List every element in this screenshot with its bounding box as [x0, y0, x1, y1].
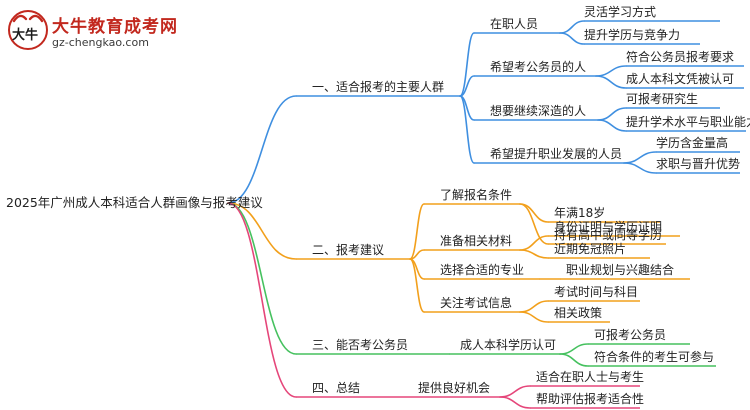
branch-3-label[interactable]: 三、能否考公务员 [312, 338, 409, 352]
branch-3-group-1-item-2[interactable]: 符合条件的考生可参与 [594, 350, 715, 364]
root-to-branch-3-connector [227, 202, 297, 355]
branch-1-group-3-item-1[interactable]: 可报考研究生 [626, 92, 699, 106]
branch-1-group-2[interactable]: 希望考公务员的人 [490, 60, 587, 74]
branch-1-group-2-item-1[interactable]: 符合公务员报考要求 [626, 50, 735, 64]
branch-1-group-4-connector [459, 95, 475, 164]
branch-4-group-1[interactable]: 提供良好机会 [418, 381, 491, 395]
site-logo[interactable]: 大牛 大牛教育成考网 gz-chengkao.com [6, 8, 206, 56]
branch-3-group-1-item-1[interactable]: 可报考公务员 [594, 328, 667, 342]
branch-2-group-3[interactable]: 选择合适的专业 [440, 263, 525, 277]
branch-4-group-1-item-1[interactable]: 适合在职人士与考生 [536, 370, 645, 384]
branch-1-leaf-8-connector [623, 162, 657, 174]
branch-2-group-2-item-1[interactable]: 身份证明与学历证明 [554, 220, 663, 234]
branch-3-leaf-2-connector [559, 353, 589, 367]
branch-1-leaf-3-connector [595, 65, 627, 77]
branch-2-group-2[interactable]: 准备相关材料 [440, 234, 513, 248]
branch-2-group-3-item-1[interactable]: 职业规划与兴趣结合 [566, 263, 675, 277]
branch-1-group-4[interactable]: 希望提升职业发展的人员 [490, 147, 623, 161]
branch-1-leaf-5-connector [597, 107, 627, 121]
branch-1-label[interactable]: 一、适合报考的主要人群 [312, 80, 445, 94]
bull-logo-icon [8, 10, 48, 50]
branch-2-group-4-connector [409, 258, 425, 313]
branch-3-leaf-1-connector [559, 343, 589, 355]
branch-1-leaf-1-connector [559, 20, 585, 34]
logo-url: gz-chengkao.com [52, 36, 149, 49]
logo-mark-text: 大牛 [12, 28, 39, 43]
branch-2-leaf-1-connector [519, 203, 549, 223]
branch-2-group-1-item-1[interactable]: 年满18岁 [554, 206, 606, 220]
branch-4-leaf-1-connector [499, 385, 531, 398]
branch-2-group-4-item-2[interactable]: 相关政策 [554, 306, 603, 320]
root-to-branch-1-connector [227, 95, 297, 204]
logo-title: 大牛教育成考网 [52, 17, 178, 37]
branch-2-leaf-7-connector [519, 311, 549, 323]
branch-2-leaf-4-connector [519, 249, 549, 259]
branch-2-group-1[interactable]: 了解报名条件 [440, 188, 513, 202]
branch-4-label[interactable]: 四、总结 [312, 381, 361, 395]
root-to-branch-2-connector [227, 202, 297, 260]
branch-2-label[interactable]: 二、报考建议 [312, 243, 385, 257]
root-to-branch-4-connector [227, 202, 297, 398]
branch-4-leaf-2-connector [499, 396, 531, 409]
branch-2-leaf-2-connector [519, 203, 549, 245]
branch-1-leaf-2-connector [559, 32, 585, 45]
branch-1-leaf-4-connector [595, 75, 627, 89]
branch-4-group-1-item-2[interactable]: 帮助评估报考适合性 [536, 392, 645, 406]
branch-3-group-1[interactable]: 成人本科学历认可 [460, 338, 557, 352]
branch-1-group-1-item-1[interactable]: 灵活学习方式 [584, 5, 657, 19]
branch-1-group-4-item-2[interactable]: 求职与晋升优势 [656, 157, 741, 171]
branch-2-group-2-item-2[interactable]: 近期免冠照片 [554, 242, 627, 256]
branch-2-group-4-item-1[interactable]: 考试时间与科目 [554, 285, 639, 299]
branch-2-leaf-6-connector [519, 300, 549, 313]
branch-1-group-1[interactable]: 在职人员 [490, 17, 539, 31]
branch-1-group-4-item-1[interactable]: 学历含金量高 [656, 136, 729, 150]
branch-2-group-4[interactable]: 关注考试信息 [440, 296, 513, 310]
branch-1-leaf-7-connector [623, 151, 657, 164]
branch-2-group-1-item-2[interactable]: 持有高中或同等学历 [554, 228, 663, 242]
branch-1-group-3[interactable]: 想要继续深造的人 [490, 104, 587, 118]
branch-1-group-2-item-2[interactable]: 成人本科文凭被认可 [626, 72, 735, 86]
branch-1-leaf-6-connector [597, 119, 627, 132]
mindmap-connectors [227, 20, 746, 409]
branch-1-group-3-item-2[interactable]: 提升学术水平与职业能力 [626, 115, 750, 129]
branch-1-group-2-connector [459, 75, 475, 97]
root-node[interactable]: 2025年广州成人本科适合人群画像与报考建议 [6, 195, 263, 210]
branch-1-group-1-item-2[interactable]: 提升学历与竞争力 [584, 28, 681, 42]
branch-1-group-1-connector [459, 32, 475, 97]
branch-2-group-1-connector [409, 203, 425, 260]
